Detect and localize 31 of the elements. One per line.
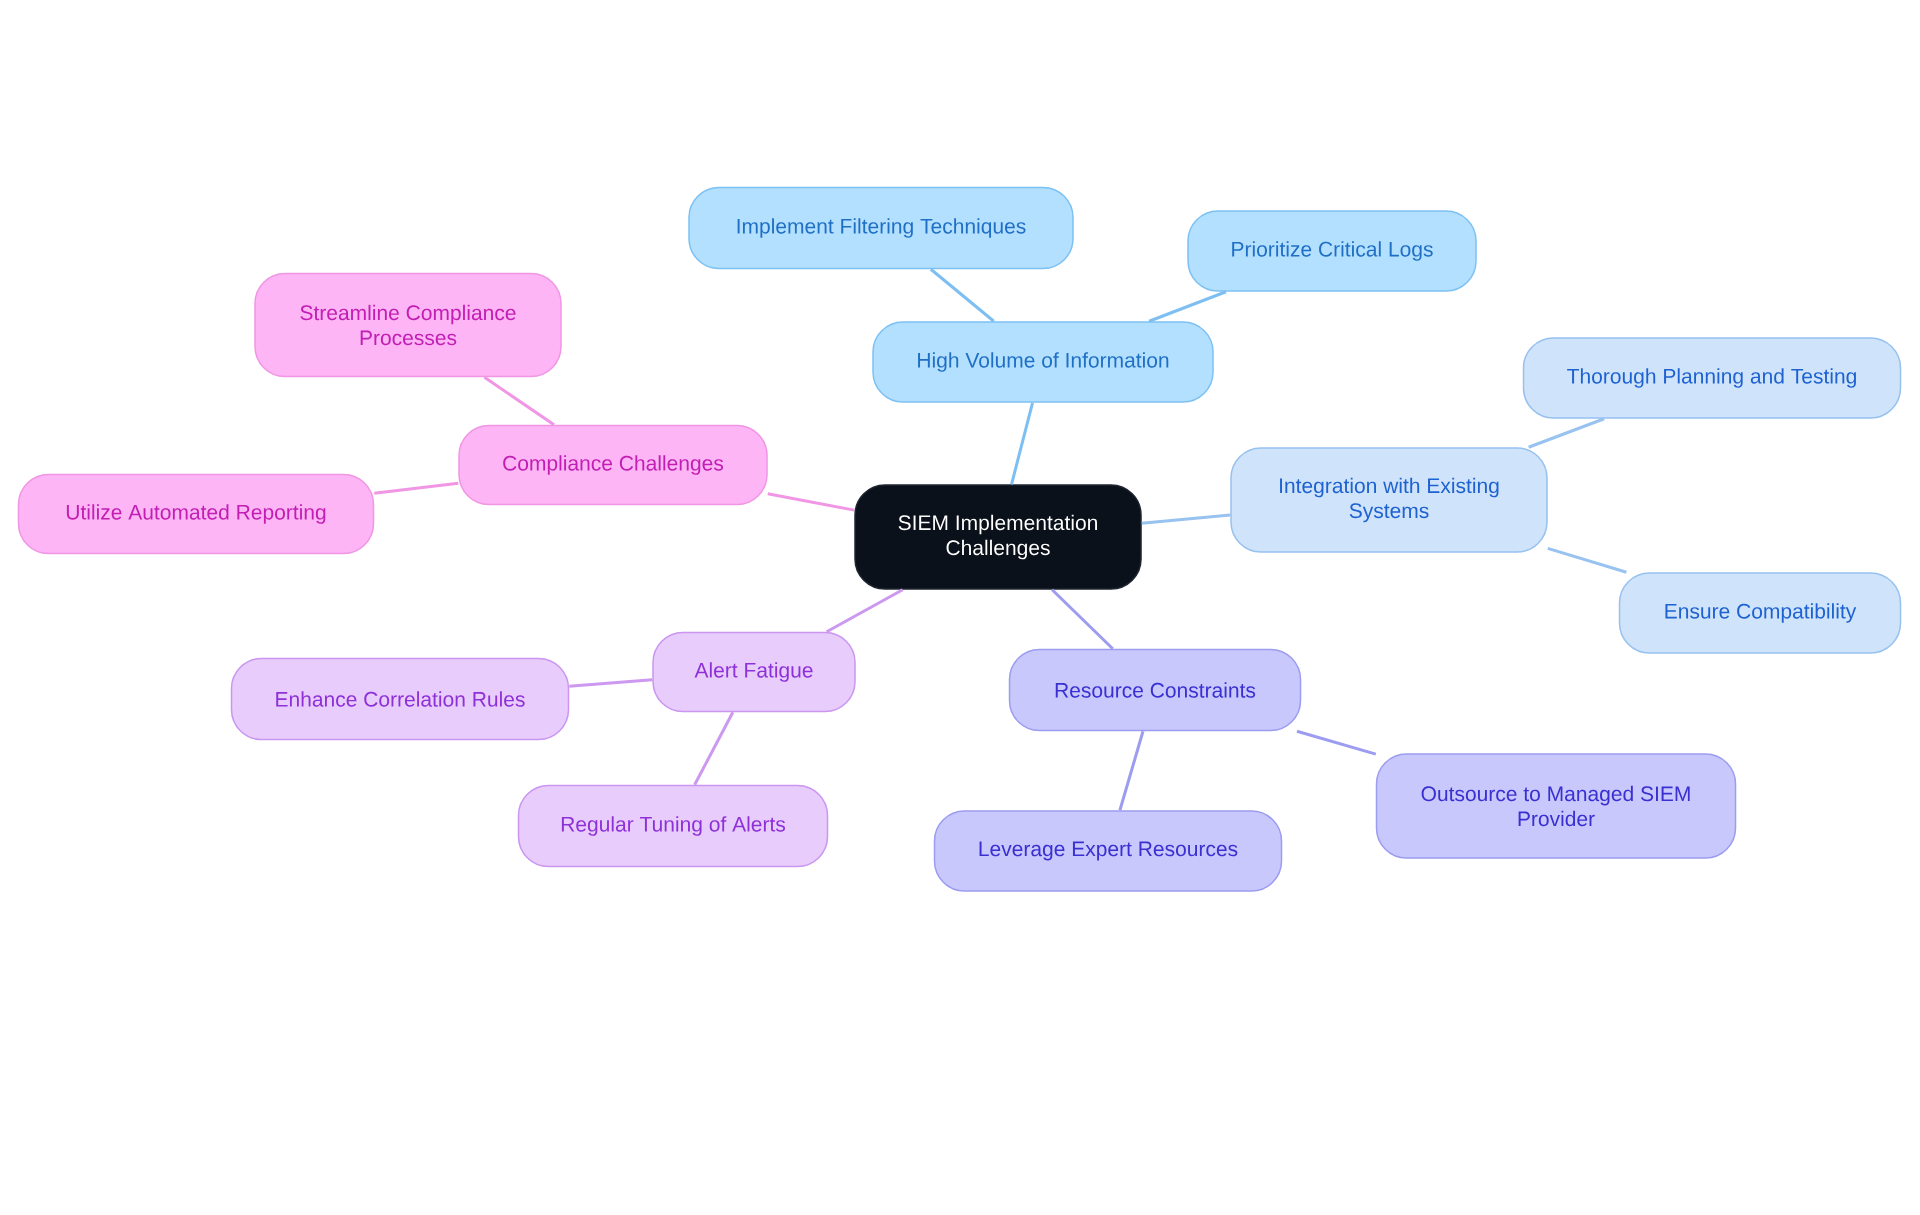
connector-line	[1141, 513, 1231, 525]
connector-line	[1296, 729, 1377, 756]
branch-box: Compliance Challenges	[458, 424, 768, 506]
connector-line	[1547, 546, 1627, 574]
connector-line	[825, 588, 904, 634]
leaf-box: Enhance Correlation Rules	[230, 657, 570, 741]
leaf-box: Leverage Expert Resources	[933, 810, 1283, 892]
connector-line	[1118, 730, 1145, 811]
connector-line	[1528, 417, 1605, 449]
connector-line	[767, 492, 855, 512]
leaf-box: Regular Tuning of Alerts	[517, 784, 829, 868]
leaf-box: Thorough Planning and Testing	[1522, 337, 1902, 419]
branch-box: Resource Constraints	[1008, 648, 1302, 732]
leaf-box: Streamline Compliance Processes	[254, 272, 562, 378]
leaf-box: Utilize Automated Reporting	[17, 473, 375, 555]
branch-box: Integration with Existing Systems	[1230, 447, 1548, 553]
connector-line	[569, 678, 653, 688]
leaf-box: Prioritize Critical Logs	[1187, 210, 1477, 292]
connector-line	[693, 711, 735, 786]
connector-line	[1051, 588, 1114, 650]
root-box: SIEM Implementation Challenges	[854, 484, 1142, 590]
branch-box: High Volume of Information	[872, 321, 1214, 403]
connector-line	[1148, 290, 1227, 323]
branch-box: Alert Fatigue	[652, 631, 856, 713]
leaf-box: Implement Filtering Techniques	[688, 186, 1074, 270]
connector-line	[374, 481, 459, 495]
connector-line	[483, 376, 555, 426]
connector-line	[1010, 402, 1034, 485]
leaf-box: Outsource to Managed SIEM Provider	[1375, 753, 1737, 859]
leaf-box: Ensure Compatibility	[1618, 572, 1902, 654]
connector-line	[929, 268, 995, 323]
